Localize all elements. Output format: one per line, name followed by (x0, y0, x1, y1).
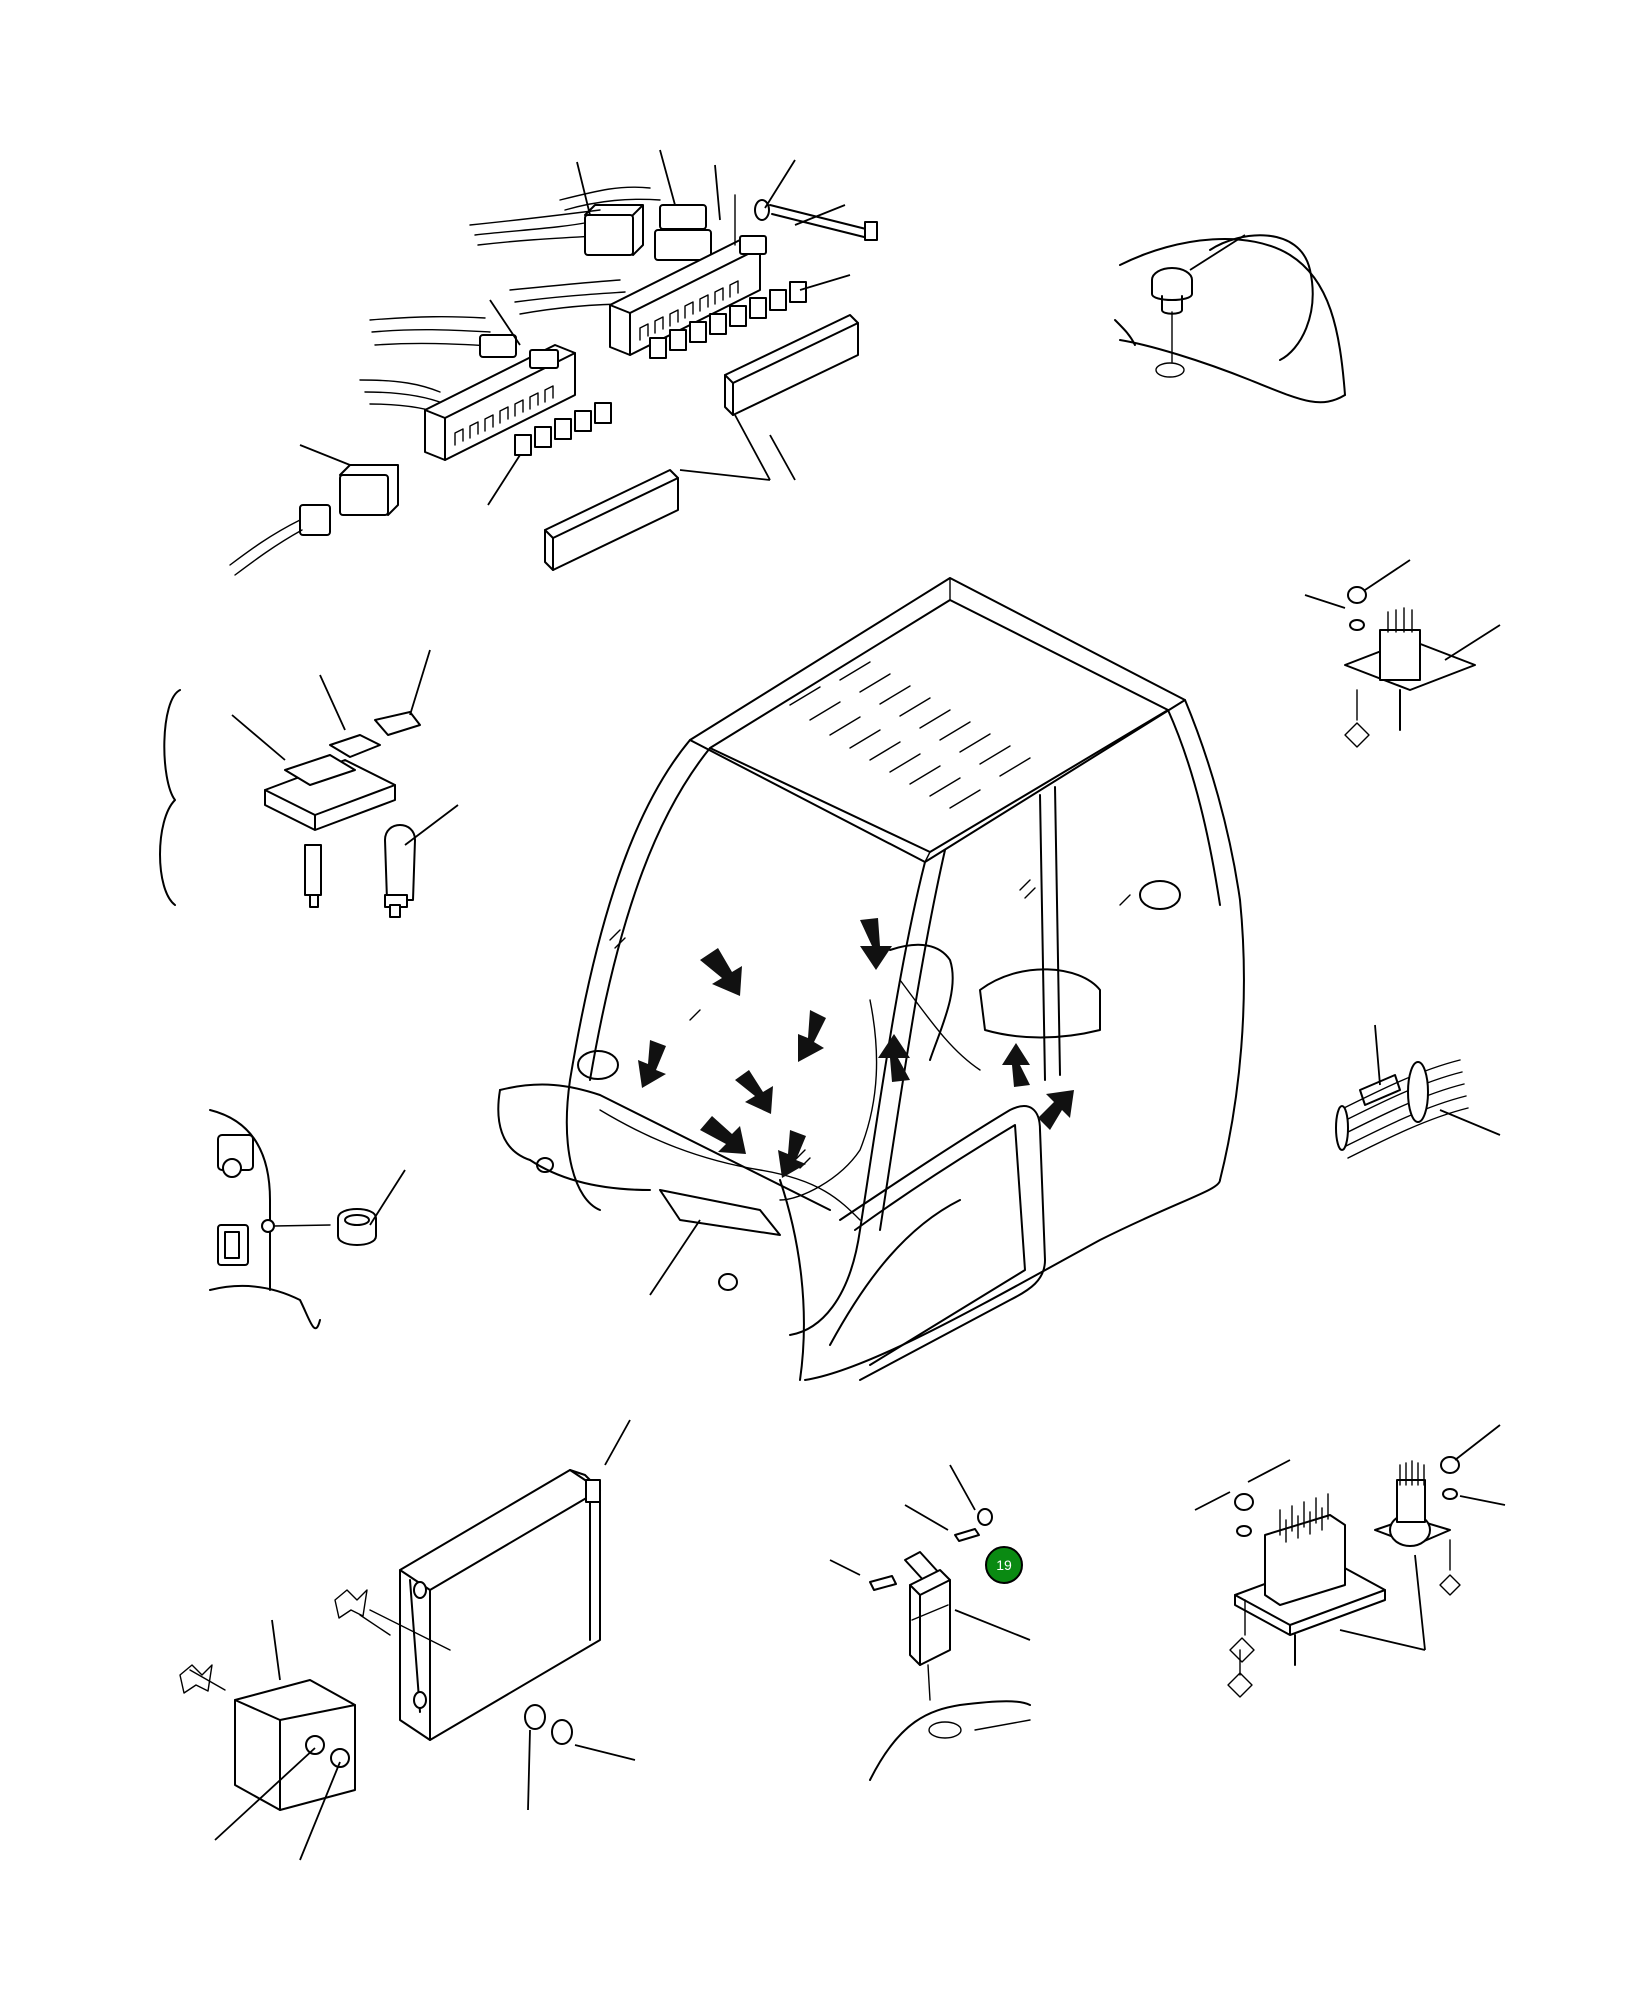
connector-pair-lower-right (1194, 1424, 1506, 1698)
key-switch-group (829, 1464, 1031, 1781)
push-button-panel (1114, 234, 1346, 404)
cable-tie-bundle (1335, 1024, 1501, 1159)
cab-frame (497, 577, 1245, 1381)
switch-and-bulb-group (159, 649, 459, 918)
callout-19-label: 19 (996, 1557, 1012, 1573)
dash-switch (209, 1109, 406, 1330)
fuse-relay-box-assembly (229, 149, 878, 576)
connector-upper-right (1304, 559, 1501, 748)
callout-19-bubble[interactable] (985, 1546, 1023, 1584)
callout-19[interactable]: 19 (985, 1546, 1023, 1584)
harness-routing-arrows (638, 918, 1074, 1178)
ecu-module-group (179, 1419, 636, 1861)
